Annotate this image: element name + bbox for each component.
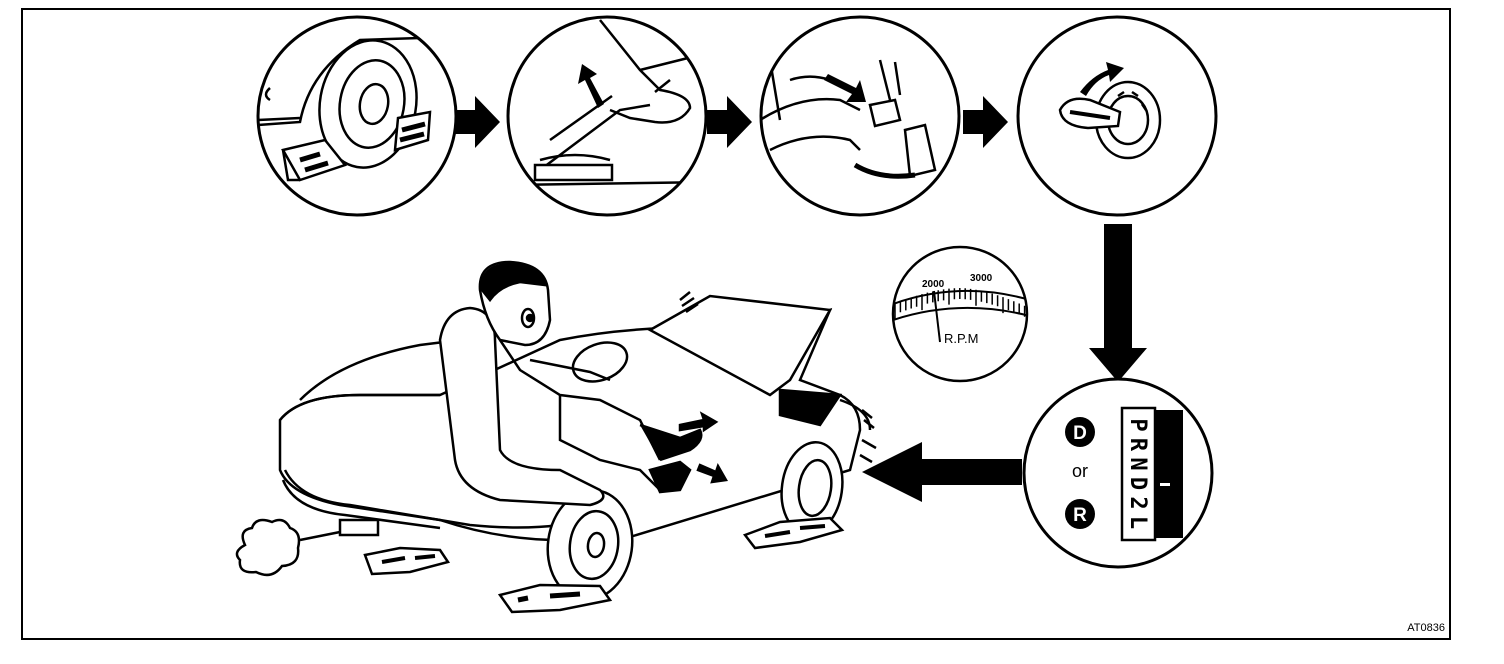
shift-position-P: P	[1125, 418, 1150, 431]
turn-key-arrow	[1080, 62, 1124, 96]
option-d-badge	[1065, 417, 1095, 447]
shift-position-N: N	[1125, 457, 1150, 470]
option-d-label: D	[1073, 423, 1087, 444]
shift-position-R: R	[1125, 438, 1150, 452]
figure-frame	[21, 8, 1451, 640]
shift-gate-panel	[1155, 410, 1183, 538]
shift-position-L: L	[1125, 516, 1150, 529]
pull-up-arrow	[578, 64, 604, 108]
step-3-brake-pedal-circle	[759, 15, 961, 217]
option-connector-label: or	[1072, 461, 1088, 481]
gauge-needle	[933, 290, 941, 343]
option-r-label: R	[1073, 505, 1087, 526]
step-4-ignition-key-circle	[1016, 15, 1218, 217]
arrow-shift-to-car	[862, 442, 1022, 502]
arrow-step4-to-shift	[1089, 224, 1147, 382]
gauge-unit-label: R.P.M	[944, 331, 978, 346]
car-with-driver-illustration	[235, 260, 877, 614]
figure-id-label: AT0836	[1407, 622, 1445, 634]
arrow-step2-to-step3	[707, 96, 752, 148]
arrow-step3-to-step4	[963, 96, 1008, 148]
shift-position-2: 2	[1125, 496, 1150, 509]
step-1-wheel-chock-circle	[256, 15, 458, 217]
press-down-arrow	[824, 74, 866, 102]
arrow-step1-to-step2	[455, 96, 500, 148]
gauge-tick-3000: 3000	[970, 273, 993, 284]
option-r-badge	[1065, 499, 1095, 529]
shift-position-D: D	[1125, 477, 1150, 490]
step-2-parking-brake-circle	[506, 15, 708, 217]
shift-lever-marker	[1160, 483, 1170, 486]
gauge-tick-2000: 2000	[922, 279, 945, 290]
gauge-ticks	[894, 288, 1026, 320]
rpm-gauge: 2000 3000 R.P.M	[891, 245, 1029, 383]
